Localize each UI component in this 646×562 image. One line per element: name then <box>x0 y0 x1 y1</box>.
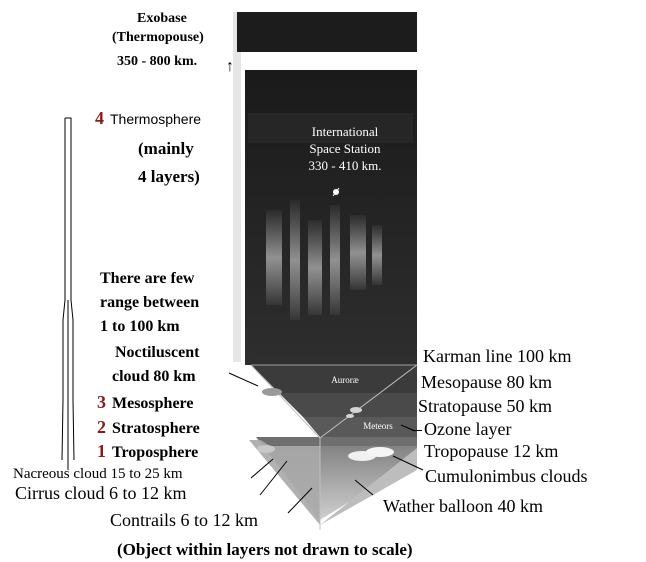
layer-label-mesosphere: 3 Mesosphere <box>97 393 193 413</box>
layer-number-1: 1 <box>97 441 106 461</box>
aurorae-layer <box>251 365 417 393</box>
layer-name-stratosphere: Stratosphere <box>112 420 200 437</box>
noctiluscent-line2: cloud 80 km <box>112 368 196 385</box>
column-side-strip <box>233 12 241 362</box>
layer-number-3: 3 <box>97 392 106 412</box>
aurorae-label: Auroræ <box>331 375 359 385</box>
tropo-band <box>256 437 417 446</box>
contrails-label: Contrails 6 to 12 km <box>110 510 258 530</box>
noctiluscent-line1: Noctiluscent <box>115 344 200 361</box>
stratosphere-layer <box>303 417 417 437</box>
aurora-streaks <box>266 200 382 320</box>
layer-name-thermosphere: Thermosphere <box>110 111 202 127</box>
layer-label-stratosphere: 2 Stratosphere <box>97 418 200 438</box>
exobase-block <box>237 12 417 52</box>
layer-number-4: 4 <box>95 108 104 128</box>
iss-label-line2: Space Station <box>309 141 381 156</box>
thermosphere-note-line1: (mainly <box>138 139 194 158</box>
ozone-layer-text: Ozone layer <box>424 419 512 439</box>
exobase-range: 350 - 800 km. <box>117 54 198 69</box>
layer-number-2: 2 <box>97 417 106 437</box>
meteors-label: Meteors <box>363 421 393 431</box>
range-note-line3: 1 to 100 km <box>100 318 180 335</box>
exobase-arrow: ↑ <box>226 58 234 75</box>
layer-label-troposphere: 1 Troposphere <box>97 442 198 462</box>
funnel-outline-right <box>319 364 418 439</box>
pointer-lines <box>228 372 424 514</box>
lower-wedge-right <box>320 448 417 525</box>
cloud-shapes <box>257 388 394 461</box>
karman-line-label: Karman line 100 km <box>423 346 572 366</box>
weather-balloon-label: Wather balloon 40 km <box>383 496 544 516</box>
altitude-tower <box>61 117 75 470</box>
nacreous-cloud-label: Nacreous cloud 15 to 25 km <box>13 466 183 482</box>
layer-name-troposphere: Troposphere <box>112 444 199 461</box>
iss-marker <box>332 187 340 197</box>
tropopause-label: Tropopause 12 km <box>424 441 559 461</box>
exobase-title: Exobase <box>137 11 187 26</box>
layer-name-mesosphere: Mesosphere <box>112 395 194 412</box>
cumulonimbus-label: Cumulonimbus clouds <box>425 466 588 486</box>
column-top-highlight <box>248 113 413 143</box>
exobase-subtitle: (Thermopouse) <box>112 30 204 45</box>
iss-label-line1: International <box>311 124 379 139</box>
ozone-layer-label: Ozone layer <box>412 420 511 438</box>
stratopause-label: Stratopause 50 km <box>418 396 552 416</box>
caption: (Object within layers not drawn to scale… <box>117 540 413 559</box>
cirrus-cloud-label: Cirrus cloud 6 to 12 km <box>15 483 187 503</box>
thermosphere-note-line2: 4 layers) <box>138 167 200 186</box>
range-note-line2: range between <box>100 294 200 311</box>
mesopause-label: Mesopause 80 km <box>421 372 552 392</box>
lower-wedge-left <box>249 440 320 525</box>
layer-label-thermosphere: 4 Thermosphere <box>95 109 201 128</box>
iss-label-line3: 330 - 410 km. <box>308 158 382 173</box>
mesosphere-layer <box>279 393 417 417</box>
range-note-line1: There are few <box>100 270 195 287</box>
